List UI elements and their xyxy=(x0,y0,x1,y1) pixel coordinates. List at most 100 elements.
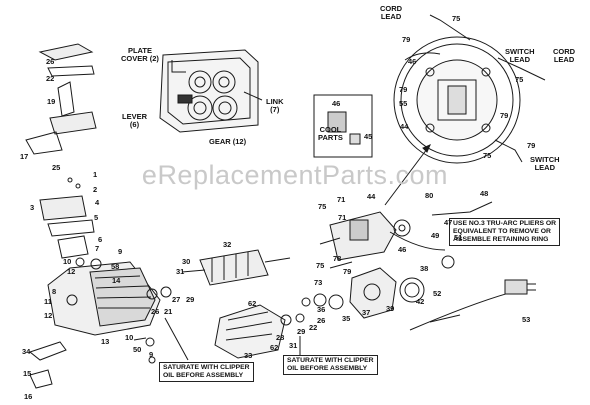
part-number: 28 xyxy=(276,333,285,342)
caption-line: LEVER xyxy=(122,112,148,121)
part-number: 17 xyxy=(20,152,29,161)
part-number: 75 xyxy=(318,202,327,211)
part-number: 79 xyxy=(399,85,408,94)
part-number: 79 xyxy=(402,35,411,44)
part-number: 32 xyxy=(223,240,232,249)
part-number: 52 xyxy=(433,289,442,298)
part-number: 34 xyxy=(22,347,31,356)
caption-link: LINK (7) xyxy=(266,97,284,115)
part-number: 44 xyxy=(400,122,409,131)
note-line: SATURATE WITH CLIPPER xyxy=(287,357,374,364)
caption-cord-lead-right: CORD LEAD xyxy=(553,47,576,65)
part-number: 71 xyxy=(338,213,347,222)
part-number: 47 xyxy=(444,218,453,227)
part-number: 12 xyxy=(67,267,76,276)
caption-gear: GEAR (12) xyxy=(209,137,247,146)
part-number: 53 xyxy=(522,315,531,324)
part-number: 11 xyxy=(44,297,52,306)
motor-cap-illustration xyxy=(313,255,455,319)
part-number: 31 xyxy=(176,267,185,276)
part-number: 10 xyxy=(63,257,72,266)
caption-switch-lead-lower: SWITCH LEAD xyxy=(530,155,560,173)
part-number: 80 xyxy=(425,191,434,200)
caption-line: PLATE xyxy=(127,46,152,55)
armature-illustration xyxy=(181,249,291,286)
part-number: 44 xyxy=(367,192,376,201)
part-number: 33 xyxy=(244,351,253,360)
note-line: USE NO.3 TRU-ARC PLIERS OR xyxy=(453,220,557,227)
part-number: 3 xyxy=(30,203,35,212)
part-number: 21 xyxy=(164,307,173,316)
note-line: ASSEMBLE RETAINING RING xyxy=(453,236,549,244)
caption-line: LEAD xyxy=(509,55,530,65)
part-number: 73 xyxy=(314,278,323,287)
part-number: 15 xyxy=(23,369,32,378)
caption-line: LINK xyxy=(266,97,284,106)
part-number: 62 xyxy=(270,343,279,352)
caption-line: SWITCH xyxy=(530,155,560,164)
caption-line: (6) xyxy=(129,120,140,130)
part-number: 12 xyxy=(44,311,53,320)
caption-line: COOL xyxy=(319,125,342,134)
part-number: 22 xyxy=(309,323,318,332)
caption-line: LEAD xyxy=(553,55,575,65)
part-number: 79 xyxy=(527,141,536,150)
part-number: 7 xyxy=(95,244,100,253)
part-number: 9 xyxy=(118,247,123,256)
part-number: 5 xyxy=(94,213,99,222)
part-number: 13 xyxy=(101,337,110,346)
part-number: 58 xyxy=(111,262,120,271)
part-number: 14 xyxy=(112,276,121,285)
gear-housing-illustration xyxy=(159,49,263,133)
part-number: 1 xyxy=(93,170,98,179)
caption-line: CORD xyxy=(380,4,403,13)
part-number: 75 xyxy=(515,75,524,84)
caption-line: CORD xyxy=(553,47,576,56)
part-number: 62 xyxy=(248,299,257,308)
part-number: 79 xyxy=(343,267,352,276)
note-retaining-ring: USE NO.3 TRU-ARC PLIERS OR EQUIVALENT TO… xyxy=(449,218,561,247)
caption-line: LEAD xyxy=(380,12,402,22)
part-number: 46 xyxy=(332,99,341,108)
part-number: 6 xyxy=(98,235,103,244)
part-number: 25 xyxy=(52,163,61,172)
part-number: 50 xyxy=(133,345,142,354)
part-number: 79 xyxy=(500,111,509,120)
note-line: OIL BEFORE ASSEMBLY xyxy=(287,365,368,373)
part-number: 36 xyxy=(317,305,326,314)
part-number: 51 xyxy=(454,233,463,242)
part-number: 4 xyxy=(95,198,100,207)
caption-line: SWITCH xyxy=(505,47,535,56)
caption-line: PARTS xyxy=(318,133,343,143)
blade-assembly-illustration xyxy=(25,43,97,259)
part-number: 75 xyxy=(452,14,461,23)
brush-holder-illustration xyxy=(319,211,411,269)
caption-cord-lead-top: CORD LEAD xyxy=(380,4,403,22)
part-number: 16 xyxy=(24,392,33,401)
part-number: 48 xyxy=(480,189,489,198)
note-line: EQUIVALENT TO REMOVE OR xyxy=(453,228,551,236)
caption-lever: LEVER (6) xyxy=(122,112,148,130)
part-number: 71 xyxy=(337,195,346,204)
part-number: 22 xyxy=(46,74,55,83)
power-cord-illustration xyxy=(389,201,536,331)
caption-plate-cover: PLATE COVER (2) xyxy=(121,46,159,64)
note-line: SATURATE WITH CLIPPER xyxy=(163,364,250,371)
part-number: 78 xyxy=(333,254,342,263)
note-line: OIL BEFORE ASSEMBLY xyxy=(163,372,244,380)
caption-switch-lead-right: SWITCH LEAD xyxy=(505,47,535,65)
part-number: 39 xyxy=(386,304,395,313)
part-number: 10 xyxy=(125,333,134,342)
part-number: 45 xyxy=(364,132,373,141)
caption-line: COVER (2) xyxy=(121,54,159,64)
clipper-body-illustration xyxy=(28,257,172,389)
part-number: 46 xyxy=(398,245,407,254)
field-coil-illustration xyxy=(214,297,311,359)
part-number: 37 xyxy=(362,308,371,317)
part-number: 35 xyxy=(342,314,351,323)
part-number: 29 xyxy=(297,327,306,336)
part-number: 30 xyxy=(182,257,191,266)
part-number: 31 xyxy=(289,341,298,350)
part-number: 2 xyxy=(93,185,98,194)
